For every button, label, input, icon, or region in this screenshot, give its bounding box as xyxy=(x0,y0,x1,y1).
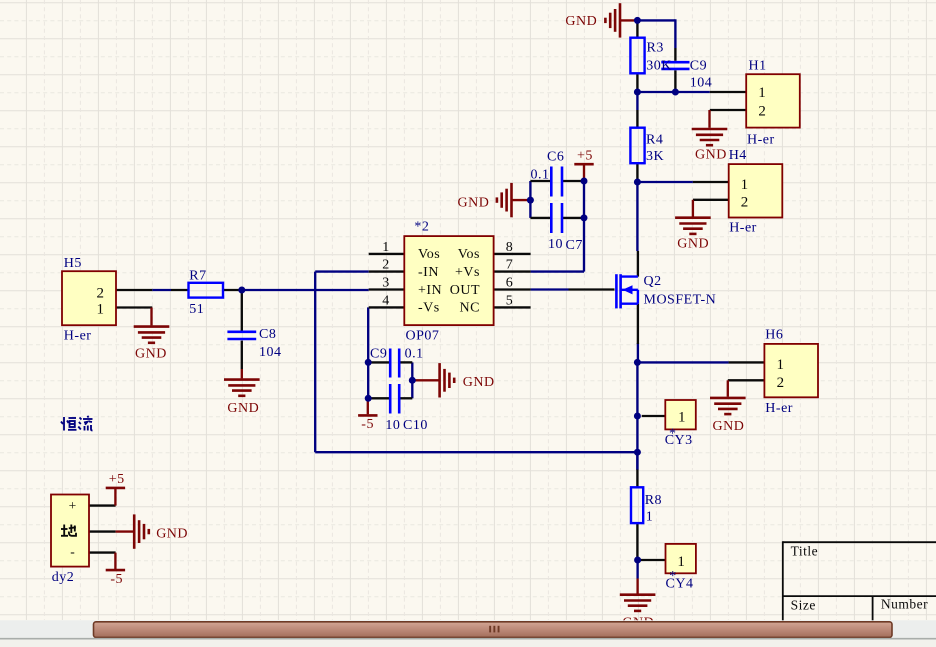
svg-text:H-er: H-er xyxy=(729,220,757,235)
svg-text:GND: GND xyxy=(463,375,495,390)
svg-text:R7: R7 xyxy=(189,268,206,283)
svg-text:GND: GND xyxy=(227,401,259,416)
svg-text:OP07: OP07 xyxy=(406,328,440,343)
svg-text:C7: C7 xyxy=(566,238,583,253)
svg-text:1: 1 xyxy=(382,240,390,255)
svg-text:*2: *2 xyxy=(414,220,429,235)
svg-text:1: 1 xyxy=(678,410,686,426)
svg-text:1: 1 xyxy=(777,357,785,373)
svg-text:GND: GND xyxy=(565,14,597,29)
svg-text:C10: C10 xyxy=(403,418,428,433)
svg-text:GND: GND xyxy=(677,237,709,252)
svg-text:+IN: +IN xyxy=(418,283,442,298)
svg-text:CY4: CY4 xyxy=(666,577,694,592)
svg-text:Title: Title xyxy=(791,543,819,558)
svg-text:-5: -5 xyxy=(110,572,123,587)
svg-text:2: 2 xyxy=(382,258,390,273)
svg-text:Q2: Q2 xyxy=(644,274,662,289)
svg-text:0.1: 0.1 xyxy=(531,167,550,182)
svg-text:104: 104 xyxy=(690,76,713,91)
svg-text:dy2: dy2 xyxy=(52,570,75,585)
svg-text:-Vs: -Vs xyxy=(418,301,440,316)
svg-text:104: 104 xyxy=(259,345,282,360)
svg-text:30K: 30K xyxy=(646,59,672,74)
svg-text:Size: Size xyxy=(791,597,816,612)
svg-text:-IN: -IN xyxy=(418,265,439,280)
svg-text:2: 2 xyxy=(758,104,766,120)
svg-text:+5: +5 xyxy=(577,149,593,164)
svg-text:1: 1 xyxy=(646,510,654,525)
svg-text:MOSFET-N: MOSFET-N xyxy=(644,293,717,308)
svg-text:51: 51 xyxy=(189,302,204,317)
svg-text:2: 2 xyxy=(97,286,105,302)
svg-text:2: 2 xyxy=(741,194,749,210)
svg-text:C9: C9 xyxy=(690,59,707,74)
svg-text:Vos: Vos xyxy=(458,247,480,262)
svg-text:GND: GND xyxy=(695,147,727,162)
svg-text:H5: H5 xyxy=(64,256,82,271)
svg-text:-: - xyxy=(70,544,75,559)
svg-text:OUT: OUT xyxy=(450,283,480,298)
svg-text:H4: H4 xyxy=(729,148,747,163)
svg-text:10: 10 xyxy=(385,418,400,433)
svg-text:3K: 3K xyxy=(646,149,664,164)
svg-text:1: 1 xyxy=(758,85,766,101)
svg-text:GND: GND xyxy=(156,526,188,541)
svg-text:Vos: Vos xyxy=(418,247,440,262)
svg-text:+: + xyxy=(69,498,77,513)
svg-text:1: 1 xyxy=(741,177,749,193)
svg-text:-5: -5 xyxy=(361,417,374,432)
svg-text:C9: C9 xyxy=(370,347,387,362)
svg-text:C8: C8 xyxy=(259,327,276,342)
svg-text:GND: GND xyxy=(135,347,167,362)
svg-text:+Vs: +Vs xyxy=(455,265,480,280)
svg-text:R8: R8 xyxy=(645,493,662,508)
svg-text:H-er: H-er xyxy=(64,329,92,344)
svg-text:C6: C6 xyxy=(547,149,564,164)
svg-text:8: 8 xyxy=(506,240,514,255)
svg-text:1: 1 xyxy=(677,554,685,570)
svg-text:Number: Number xyxy=(881,596,928,611)
svg-text:1: 1 xyxy=(97,302,105,318)
svg-text:CY3: CY3 xyxy=(665,433,693,448)
svg-text:*: * xyxy=(669,569,677,584)
svg-text:*: * xyxy=(669,427,677,442)
svg-text:H-er: H-er xyxy=(747,133,775,148)
svg-text:3: 3 xyxy=(382,276,390,291)
svg-text:5: 5 xyxy=(506,293,514,308)
svg-text:0.1: 0.1 xyxy=(405,347,424,362)
svg-text:4: 4 xyxy=(382,293,390,308)
svg-text:H6: H6 xyxy=(765,327,783,342)
svg-text:R3: R3 xyxy=(647,41,664,56)
svg-text:2: 2 xyxy=(777,375,785,391)
svg-text:GND: GND xyxy=(458,195,490,210)
svg-text:7: 7 xyxy=(506,258,514,273)
svg-text:H1: H1 xyxy=(749,58,767,73)
svg-text:GND: GND xyxy=(713,419,745,434)
svg-text:NC: NC xyxy=(460,301,480,316)
svg-text:+5: +5 xyxy=(109,472,125,487)
svg-text:10: 10 xyxy=(548,237,563,252)
svg-text:R4: R4 xyxy=(646,132,663,147)
svg-text:6: 6 xyxy=(506,276,514,291)
svg-text:H-er: H-er xyxy=(765,401,793,416)
